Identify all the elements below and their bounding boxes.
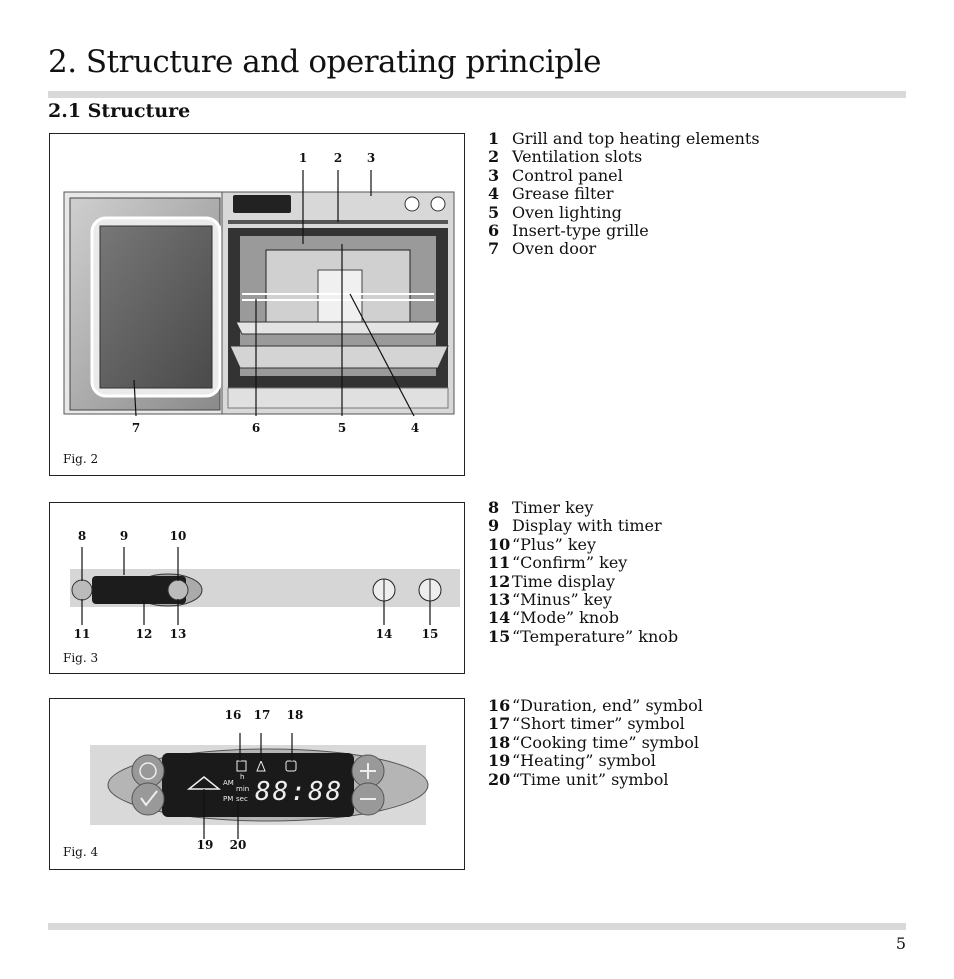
legend-item-16: 16“Duration, end” symbol bbox=[488, 696, 703, 715]
page-number: 5 bbox=[895, 934, 906, 953]
control-panel-drawing bbox=[70, 547, 460, 625]
legend-item-15: 15“Temperature” knob bbox=[488, 626, 679, 646]
oven-drawing bbox=[63, 170, 455, 417]
time-display: 88:88 bbox=[255, 777, 344, 807]
header-rule bbox=[48, 91, 906, 98]
callout-17: 17 bbox=[253, 708, 271, 722]
legend-item-10: 10“Plus” key bbox=[488, 534, 597, 554]
callout-20: 20 bbox=[229, 838, 247, 852]
fig4-caption: Fig. 4 bbox=[63, 845, 99, 859]
fig2-oven-illustration: 1 2 3 4 5 6 7 Fig. 2 bbox=[49, 133, 465, 476]
callout-11: 11 bbox=[73, 627, 91, 641]
pm-label: PM bbox=[223, 795, 234, 803]
legend-item-17: 17“Short timer” symbol bbox=[488, 714, 685, 734]
legend-item-11: 11“Confirm” key bbox=[488, 553, 628, 573]
callout-15: 15 bbox=[421, 627, 439, 641]
callout-5: 5 bbox=[337, 421, 347, 435]
am-label: AM bbox=[223, 779, 234, 787]
callout-18: 18 bbox=[286, 708, 304, 722]
min-label: min bbox=[236, 785, 250, 793]
callout-19: 19 bbox=[196, 838, 214, 852]
callout-4: 4 bbox=[410, 421, 420, 435]
legend-item-20: 20“Time unit” symbol bbox=[488, 769, 669, 789]
callout-16: 16 bbox=[224, 708, 242, 722]
h-label: h bbox=[240, 773, 245, 781]
sec-label: sec bbox=[236, 795, 248, 803]
footer-rule bbox=[48, 923, 906, 930]
legend-item-19: 19“Heating” symbol bbox=[488, 751, 656, 771]
callout-13: 13 bbox=[169, 627, 187, 641]
fig4-legend: 16“Duration, end” symbol 17“Short timer”… bbox=[488, 696, 703, 789]
callout-3: 3 bbox=[366, 151, 376, 165]
callout-9: 9 bbox=[119, 529, 129, 543]
fig3-caption: Fig. 3 bbox=[63, 651, 99, 665]
callout-10: 10 bbox=[169, 529, 187, 543]
legend-item-18: 18“Cooking time” symbol bbox=[488, 732, 699, 752]
callout-12: 12 bbox=[135, 627, 153, 641]
fig2-caption: Fig. 2 bbox=[63, 452, 99, 466]
legend-item-13: 13“Minus” key bbox=[488, 590, 612, 610]
legend-item-14: 14“Mode” knob bbox=[488, 608, 620, 628]
callout-1: 1 bbox=[298, 151, 308, 165]
fig4-display-illustration: AM PM h min sec 88:88 16 17 18 19 20 Fig… bbox=[49, 698, 465, 870]
callout-14: 14 bbox=[375, 627, 393, 641]
fig3-control-panel-illustration: 8 9 10 11 12 13 14 15 Fig. 3 bbox=[49, 502, 465, 674]
display-drawing bbox=[90, 733, 429, 839]
callout-7: 7 bbox=[131, 421, 141, 435]
callout-6: 6 bbox=[251, 421, 261, 435]
callout-2: 2 bbox=[333, 151, 343, 165]
section-heading: 2.1 Structure bbox=[48, 100, 191, 122]
callout-8: 8 bbox=[77, 529, 87, 543]
page-title: 2. Structure and operating principle bbox=[48, 44, 601, 80]
